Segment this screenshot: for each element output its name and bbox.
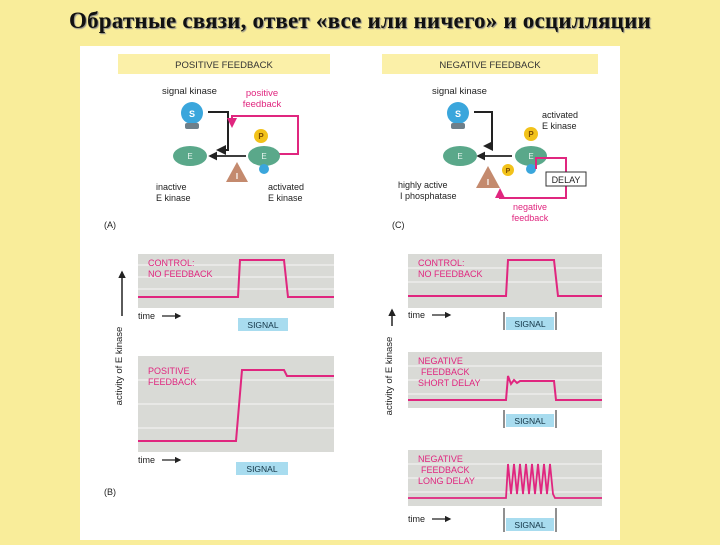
- signal-bar-b-control: [238, 318, 288, 331]
- p-ball-c: [524, 127, 538, 141]
- p-label: P: [258, 132, 264, 141]
- activated-e-label-2: E kinase: [542, 121, 577, 131]
- graph-d-short-delay: NEGATIVE FEEDBACK SHORT DELAY SIGNAL: [408, 352, 602, 428]
- control-curve-d: [408, 259, 602, 297]
- signal-kinase-s-ball: [181, 102, 203, 124]
- active-e-foot-c: [526, 164, 536, 174]
- i-label-c: I: [487, 178, 489, 187]
- s-label: S: [189, 109, 195, 119]
- e-label-inactive: E: [187, 152, 192, 161]
- panel-b-y-axis-label: activity of E kinase: [114, 327, 125, 406]
- graph-b-positive: POSITIVE FEEDBACK time SIGNAL: [138, 356, 334, 475]
- positive-feedback-label-1: positive: [246, 88, 278, 99]
- graph-b-control-time: time: [138, 311, 155, 321]
- panel-c-negative-feedback: NEGATIVE FEEDBACK signal kinase S activa…: [382, 54, 598, 230]
- signal-arrow-c: [474, 111, 493, 151]
- signal-bar-d-short: [506, 414, 554, 427]
- signal-kinase-label-c: signal kinase: [432, 86, 487, 97]
- active-e-label-2: E kinase: [268, 193, 303, 203]
- graph-b-control-bg: [138, 254, 334, 308]
- panel-c-header: NEGATIVE FEEDBACK: [439, 60, 541, 71]
- negative-feedback-label-1: negative: [513, 202, 547, 212]
- graph-b-positive-label-2: FEEDBACK: [148, 377, 197, 387]
- control-curve-b: [138, 259, 334, 298]
- graph-d-control-label-1: CONTROL:: [418, 258, 465, 268]
- graph-d-control-time: time: [408, 310, 425, 320]
- graph-b-positive-time: time: [138, 455, 155, 465]
- s-base-c: [451, 123, 465, 129]
- signal-bar-b-positive: [236, 462, 288, 475]
- signal-label-b-control: SIGNAL: [247, 320, 278, 330]
- signal-bar-d-control: [506, 317, 554, 330]
- active-e-kinase-c: [515, 146, 547, 166]
- i-phosphatase-triangle: [226, 162, 248, 182]
- graph-b-control-label-2: NO FEEDBACK: [148, 269, 213, 279]
- graph-b-positive-label-1: POSITIVE: [148, 366, 190, 376]
- graph-d-control: CONTROL: NO FEEDBACK time SIGNAL: [408, 254, 602, 330]
- panel-d-graphs: activity of E kinase CONTROL: NO FEEDBAC…: [384, 254, 602, 532]
- e-label-active-c: E: [528, 152, 533, 161]
- inactive-e-label-1: inactive: [156, 182, 187, 192]
- graph-d-long-label-1: NEGATIVE: [418, 454, 463, 464]
- panel-c-header-box: [382, 54, 598, 74]
- panel-c-letter: (C): [392, 220, 405, 230]
- panel-b-graphs: activity of E kinase CONTROL: NO FEEDBAC…: [104, 254, 334, 497]
- graph-d-control-bg: [408, 254, 602, 308]
- graph-d-long-delay: NEGATIVE FEEDBACK LONG DELAY time SIGNAL: [408, 450, 602, 532]
- active-e-foot: [259, 164, 269, 174]
- signal-label-d-control: SIGNAL: [514, 319, 545, 329]
- panel-a-header-box: [118, 54, 330, 74]
- phosphatase-label-2: I phosphatase: [400, 191, 457, 201]
- positive-curve-b: [138, 369, 334, 442]
- active-e-label-1: activated: [268, 182, 304, 192]
- signal-bar-d-long: [506, 518, 554, 531]
- panel-a-header: POSITIVE FEEDBACK: [175, 60, 273, 71]
- signal-kinase-s-ball-c: [447, 102, 469, 124]
- graph-d-long-label-2: FEEDBACK: [421, 465, 470, 475]
- active-e-kinase: [248, 146, 280, 166]
- panel-a-letter: (A): [104, 220, 116, 230]
- graph-d-short-label-1: NEGATIVE: [418, 356, 463, 366]
- positive-feedback-label-2: feedback: [243, 99, 282, 110]
- i-phosphatase-triangle-c: [476, 166, 500, 188]
- graph-d-long-time: time: [408, 514, 425, 524]
- p-label-i: P: [506, 168, 511, 175]
- graph-d-control-label-2: NO FEEDBACK: [418, 269, 483, 279]
- panel-d-y-axis-label: activity of E kinase: [384, 337, 395, 416]
- p-ball: [254, 129, 268, 143]
- inactive-e-label-2: E kinase: [156, 193, 191, 203]
- graph-d-short-label-2: FEEDBACK: [421, 367, 470, 377]
- graph-d-long-label-3: LONG DELAY: [418, 476, 475, 486]
- slide-title: Обратные связи, ответ «все или ничего» и…: [68, 8, 652, 33]
- delay-box: [545, 171, 587, 187]
- panel-b-letter: (B): [104, 487, 116, 497]
- i-label: I: [236, 172, 238, 181]
- short-delay-curve: [408, 375, 602, 401]
- signal-arrow: [208, 111, 229, 155]
- negative-feedback-label-2: feedback: [512, 213, 549, 223]
- activated-e-label-1: activated: [542, 110, 578, 120]
- p-label-c: P: [528, 130, 534, 139]
- graph-b-control-label-1: CONTROL:: [148, 258, 195, 268]
- e-label-inactive-c: E: [457, 152, 462, 161]
- long-delay-curve: [408, 463, 602, 499]
- s-label-c: S: [455, 109, 461, 119]
- inactive-e-kinase: [173, 146, 207, 166]
- panel-a-positive-feedback: POSITIVE FEEDBACK signal kinase S positi…: [104, 54, 330, 230]
- graph-b-control: CONTROL: NO FEEDBACK time SIGNAL: [138, 254, 334, 331]
- signal-label-b-positive: SIGNAL: [246, 464, 277, 474]
- graph-d-short-label-3: SHORT DELAY: [418, 378, 481, 388]
- p-ball-i: [502, 164, 514, 176]
- signal-kinase-label: signal kinase: [162, 86, 217, 97]
- figure-panel: POSITIVE FEEDBACK signal kinase S positi…: [80, 46, 620, 540]
- e-label-active: E: [261, 152, 266, 161]
- phosphatase-label-1: highly active: [398, 180, 448, 190]
- signal-label-d-long: SIGNAL: [514, 520, 545, 530]
- inactive-e-kinase-c: [443, 146, 477, 166]
- positive-feedback-arrow: [227, 115, 299, 155]
- feedback-figure: POSITIVE FEEDBACK signal kinase S positi…: [104, 54, 602, 532]
- delay-label: DELAY: [552, 175, 581, 185]
- s-base: [185, 123, 199, 129]
- signal-label-d-short: SIGNAL: [514, 416, 545, 426]
